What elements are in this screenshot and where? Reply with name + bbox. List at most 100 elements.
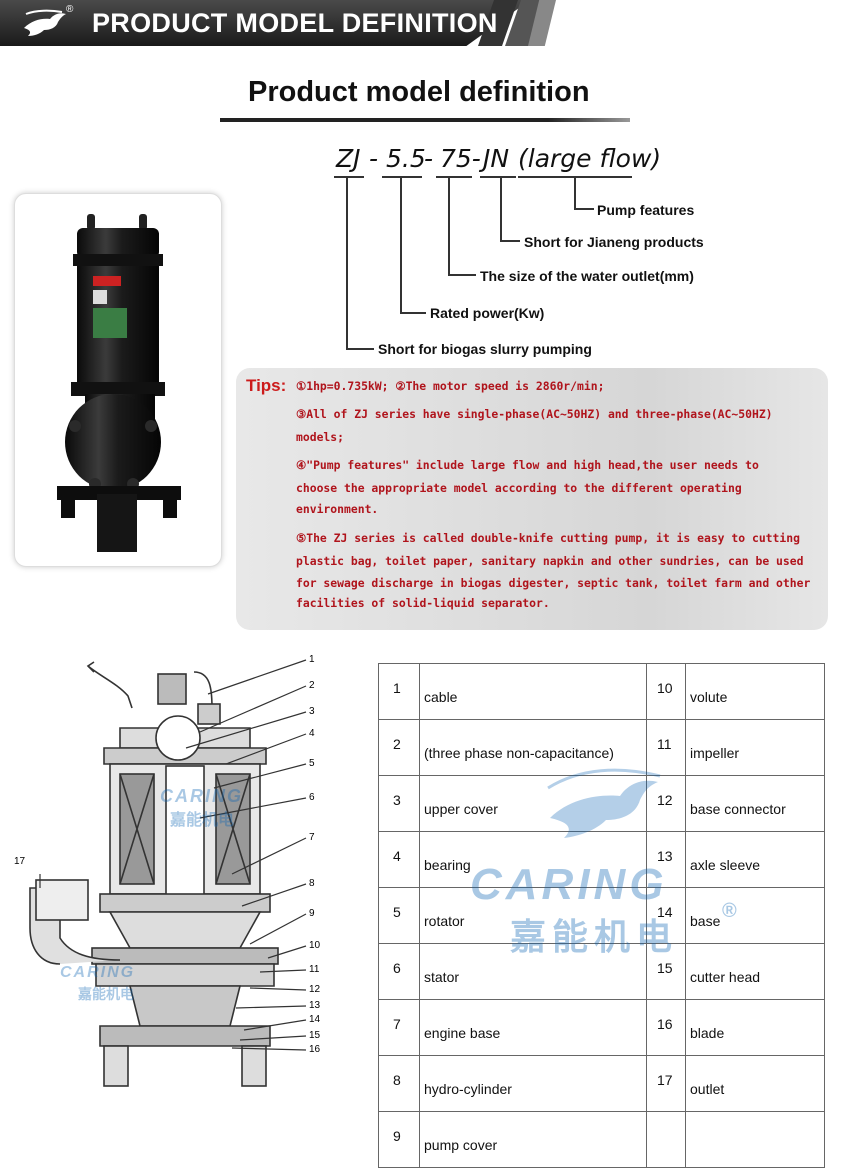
part-number: 16 xyxy=(646,999,686,1056)
callout-number: 10 xyxy=(309,940,321,951)
callout-number: 4 xyxy=(309,728,315,739)
part-number: 10 xyxy=(646,663,686,720)
section-title: Product model definition xyxy=(248,76,590,108)
leader-line xyxy=(448,274,476,276)
registered-mark: ® xyxy=(66,4,74,15)
header-banner: ® PRODUCT MODEL DEFINITION xyxy=(0,0,850,52)
leader-line xyxy=(400,312,426,314)
part-name: pump cover xyxy=(419,1111,647,1168)
table-row: 4 bearing 13 axle sleeve xyxy=(378,831,825,888)
part-name: axle sleeve xyxy=(685,831,825,888)
callout-number: 14 xyxy=(309,1014,321,1025)
tip-line: environment. xyxy=(296,502,379,516)
callout-number: 15 xyxy=(309,1030,321,1041)
part-number: 3 xyxy=(378,775,420,832)
callout-number: 16 xyxy=(309,1044,321,1055)
part-number: 1 xyxy=(378,663,420,720)
model-part-series: ZJ xyxy=(336,144,361,173)
part-name: volute xyxy=(685,663,825,720)
watermark-chinese: 嘉能机电 xyxy=(510,916,679,957)
leader-line xyxy=(400,178,402,312)
leader-line xyxy=(448,178,450,274)
part-name: upper cover xyxy=(419,775,647,832)
part-name: rotator xyxy=(419,887,647,944)
pump-image xyxy=(57,214,181,552)
callout-number: 1 xyxy=(309,654,315,665)
watermark-brand: CARING xyxy=(470,860,668,909)
table-row: 2 (three phase non-capacitance) 11 impel… xyxy=(378,719,825,776)
tip-line: ⑤The ZJ series is called double-knife cu… xyxy=(296,531,800,545)
label-biogas: Short for biogas slurry pumping xyxy=(378,341,592,357)
table-row: 8 hydro-cylinder 17 outlet xyxy=(378,1055,825,1112)
label-jianeng: Short for Jianeng products xyxy=(524,234,704,250)
tip-line: ④"Pump features" include large flow and … xyxy=(296,458,759,472)
callout-number: 17 xyxy=(14,856,26,867)
part-number: 8 xyxy=(378,1055,420,1112)
watermark-registered: ® xyxy=(722,900,737,922)
model-part-brand: JN xyxy=(483,144,510,173)
underline xyxy=(382,176,422,178)
part-name: engine base xyxy=(419,999,647,1056)
table-row: 6 stator 15 cutter head xyxy=(378,943,825,1000)
banner-background xyxy=(0,0,530,46)
part-name xyxy=(685,1111,825,1168)
model-part-outlet: 75- xyxy=(440,144,481,173)
leader-line xyxy=(346,178,348,348)
part-number: 17 xyxy=(646,1055,686,1112)
callout-number: 11 xyxy=(309,964,320,975)
leader-line xyxy=(346,348,374,350)
callout-number: 13 xyxy=(309,1000,321,1011)
watermark-chinese-small: 嘉能机电 xyxy=(78,986,134,1002)
tip-line: ①1hp=0.735kW; ②The motor speed is 2860r/… xyxy=(296,379,605,393)
tip-line: ③All of ZJ series have single-phase(AC~5… xyxy=(296,407,773,421)
watermark-chinese-small: 嘉能机电 xyxy=(170,812,235,829)
part-number: 5 xyxy=(378,887,420,944)
leader-line xyxy=(574,208,594,210)
part-number: 6 xyxy=(378,943,420,1000)
underline xyxy=(518,176,632,178)
part-name: blade xyxy=(685,999,825,1056)
part-name: outlet xyxy=(685,1055,825,1112)
banner-title: PRODUCT MODEL DEFINITION xyxy=(92,8,498,38)
part-name: cable xyxy=(419,663,647,720)
part-name: bearing xyxy=(419,831,647,888)
tip-line: plastic bag, toilet paper, sanitary napk… xyxy=(296,554,804,568)
label-pump-features: Pump features xyxy=(597,202,695,218)
tips-panel xyxy=(236,368,828,630)
horse-logo-icon xyxy=(24,9,66,36)
label-rated-power: Rated power(Kw) xyxy=(430,305,545,321)
tip-line: choose the appropriate model according t… xyxy=(296,481,742,495)
part-number: 9 xyxy=(378,1111,420,1168)
part-number: 15 xyxy=(646,943,686,1000)
leader-line xyxy=(574,178,576,208)
watermark-brand-small: CARING xyxy=(160,786,243,806)
model-part-power: 5.5 xyxy=(386,144,426,173)
label-outlet-size: The size of the water outlet(mm) xyxy=(480,268,694,284)
underline xyxy=(436,176,472,178)
tips-heading: Tips: xyxy=(246,376,287,395)
part-number xyxy=(646,1111,686,1168)
leader-line xyxy=(500,240,520,242)
tip-line: facilities of solid-liquid separator. xyxy=(296,596,550,610)
underline xyxy=(480,176,516,178)
callout-number: 5 xyxy=(309,758,315,769)
tip-line: models; xyxy=(296,430,345,444)
pump-cross-section-diagram xyxy=(29,659,307,1087)
title-underline xyxy=(220,118,630,122)
part-number: 13 xyxy=(646,831,686,888)
underline xyxy=(334,176,364,178)
table-row: 7 engine base 16 blade xyxy=(378,999,825,1056)
callout-number: 9 xyxy=(309,908,315,919)
callout-number: 6 xyxy=(309,792,315,803)
part-number: 4 xyxy=(378,831,420,888)
part-name: impeller xyxy=(685,719,825,776)
watermark-brand-small: CARING xyxy=(60,964,136,981)
leader-line xyxy=(500,178,502,240)
product-photo xyxy=(14,193,222,567)
callout-number: 3 xyxy=(309,706,315,717)
horse-watermark-icon xyxy=(547,768,661,838)
part-name: base xyxy=(685,887,825,944)
callout-number: 12 xyxy=(309,984,321,995)
tip-line: for sewage discharge in biogas digester,… xyxy=(296,576,811,590)
table-row: 1 cable 10 volute xyxy=(378,663,825,720)
